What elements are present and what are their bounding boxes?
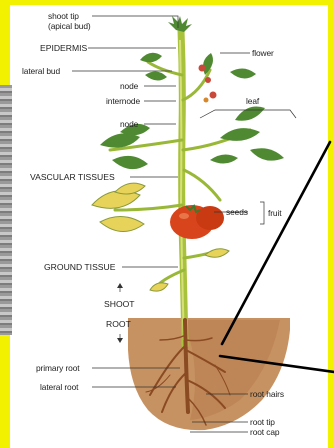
yellow-leaves	[92, 183, 229, 291]
label-lateral-root: lateral root	[40, 383, 78, 392]
tomato-fruits	[170, 205, 224, 239]
label-leaf: leaf	[246, 97, 259, 106]
label-root-hairs: root hairs	[250, 390, 284, 399]
label-primary-root: primary root	[36, 364, 79, 373]
label-seeds: seeds	[226, 208, 248, 217]
label-fruit: fruit	[268, 209, 281, 218]
label-apical-bud: (apical bud)	[48, 22, 91, 31]
label-shoot-tip: shoot tip	[48, 12, 79, 21]
label-ground-tissue: GROUND TISSUE	[44, 263, 115, 272]
label-epidermis: EPIDERMIS	[40, 44, 87, 53]
label-vascular-tissues: VASCULAR TISSUES	[30, 173, 115, 182]
label-root: ROOT	[106, 320, 131, 329]
label-flower: flower	[252, 49, 274, 58]
label-root-cap: root cap	[250, 428, 279, 437]
label-node-lower: node	[120, 120, 138, 129]
label-shoot: SHOOT	[104, 300, 135, 309]
label-internode: internode	[106, 97, 140, 106]
label-node-upper: node	[120, 82, 138, 91]
label-root-tip: root tip	[250, 418, 275, 427]
label-lateral-bud: lateral bud	[22, 67, 60, 76]
